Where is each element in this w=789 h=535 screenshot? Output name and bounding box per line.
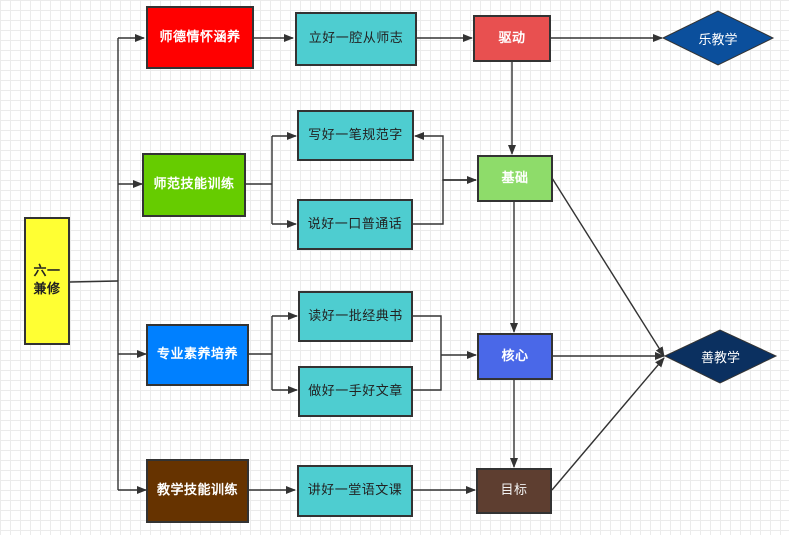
task-label: 讲好一堂语文课 — [307, 483, 403, 499]
stage-base: 基础 — [477, 155, 553, 202]
stage-label: 基础 — [501, 170, 529, 186]
edge-goal-to-outcome2 — [551, 357, 665, 491]
task-node: 说好一口普通话 — [297, 199, 413, 250]
edge-base-to-outcome2 — [551, 177, 665, 357]
stage-label: 目标 — [500, 483, 528, 499]
category-label: 师德情怀涵养 — [159, 29, 241, 45]
category-label: 教学技能训练 — [156, 483, 238, 499]
edge-root-trunk — [69, 280, 119, 283]
task-label: 写好一笔规范字 — [308, 127, 403, 143]
edge-base-to-task2 — [414, 132, 476, 181]
stage-core: 核心 — [477, 333, 553, 380]
outcome-label-happy-teaching: 乐教学 — [698, 32, 738, 48]
stage-goal: 目标 — [476, 468, 552, 514]
category-label: 师范技能训练 — [153, 177, 235, 193]
stage-label: 驱动 — [498, 30, 526, 46]
task-label: 说好一口普通话 — [307, 216, 403, 232]
root-label: 六一兼修 — [33, 264, 61, 297]
task-label: 立好一腔从师志 — [308, 31, 404, 47]
task-node: 讲好一堂语文课 — [297, 465, 413, 517]
edge-task3-to-base — [413, 176, 477, 225]
category-label: 专业素养培养 — [156, 347, 238, 363]
task-node: 做好一手好文章 — [298, 366, 413, 417]
outcome-diamond-2 — [663, 329, 778, 384]
stage-drive: 驱动 — [473, 15, 551, 62]
outcome-diamond-1 — [661, 10, 775, 66]
category-teaching-skills-basic: 师范技能训练 — [142, 153, 246, 217]
category-teaching-skills: 教学技能训练 — [146, 459, 249, 523]
task-node: 读好一批经典书 — [298, 291, 413, 342]
category-professional-literacy: 专业素养培养 — [146, 324, 249, 386]
task-node: 写好一笔规范字 — [297, 110, 414, 161]
category-teacher-ethics: 师德情怀涵养 — [146, 6, 254, 69]
stage-label: 核心 — [501, 348, 529, 364]
outcome-label-good-teaching: 善教学 — [700, 351, 740, 366]
edge-task4-join — [413, 315, 442, 391]
task-label: 做好一手好文章 — [308, 383, 403, 399]
task-node: 立好一腔从师志 — [295, 12, 417, 66]
root-node: 六一兼修 — [24, 217, 70, 345]
task-label: 读好一批经典书 — [308, 308, 403, 324]
